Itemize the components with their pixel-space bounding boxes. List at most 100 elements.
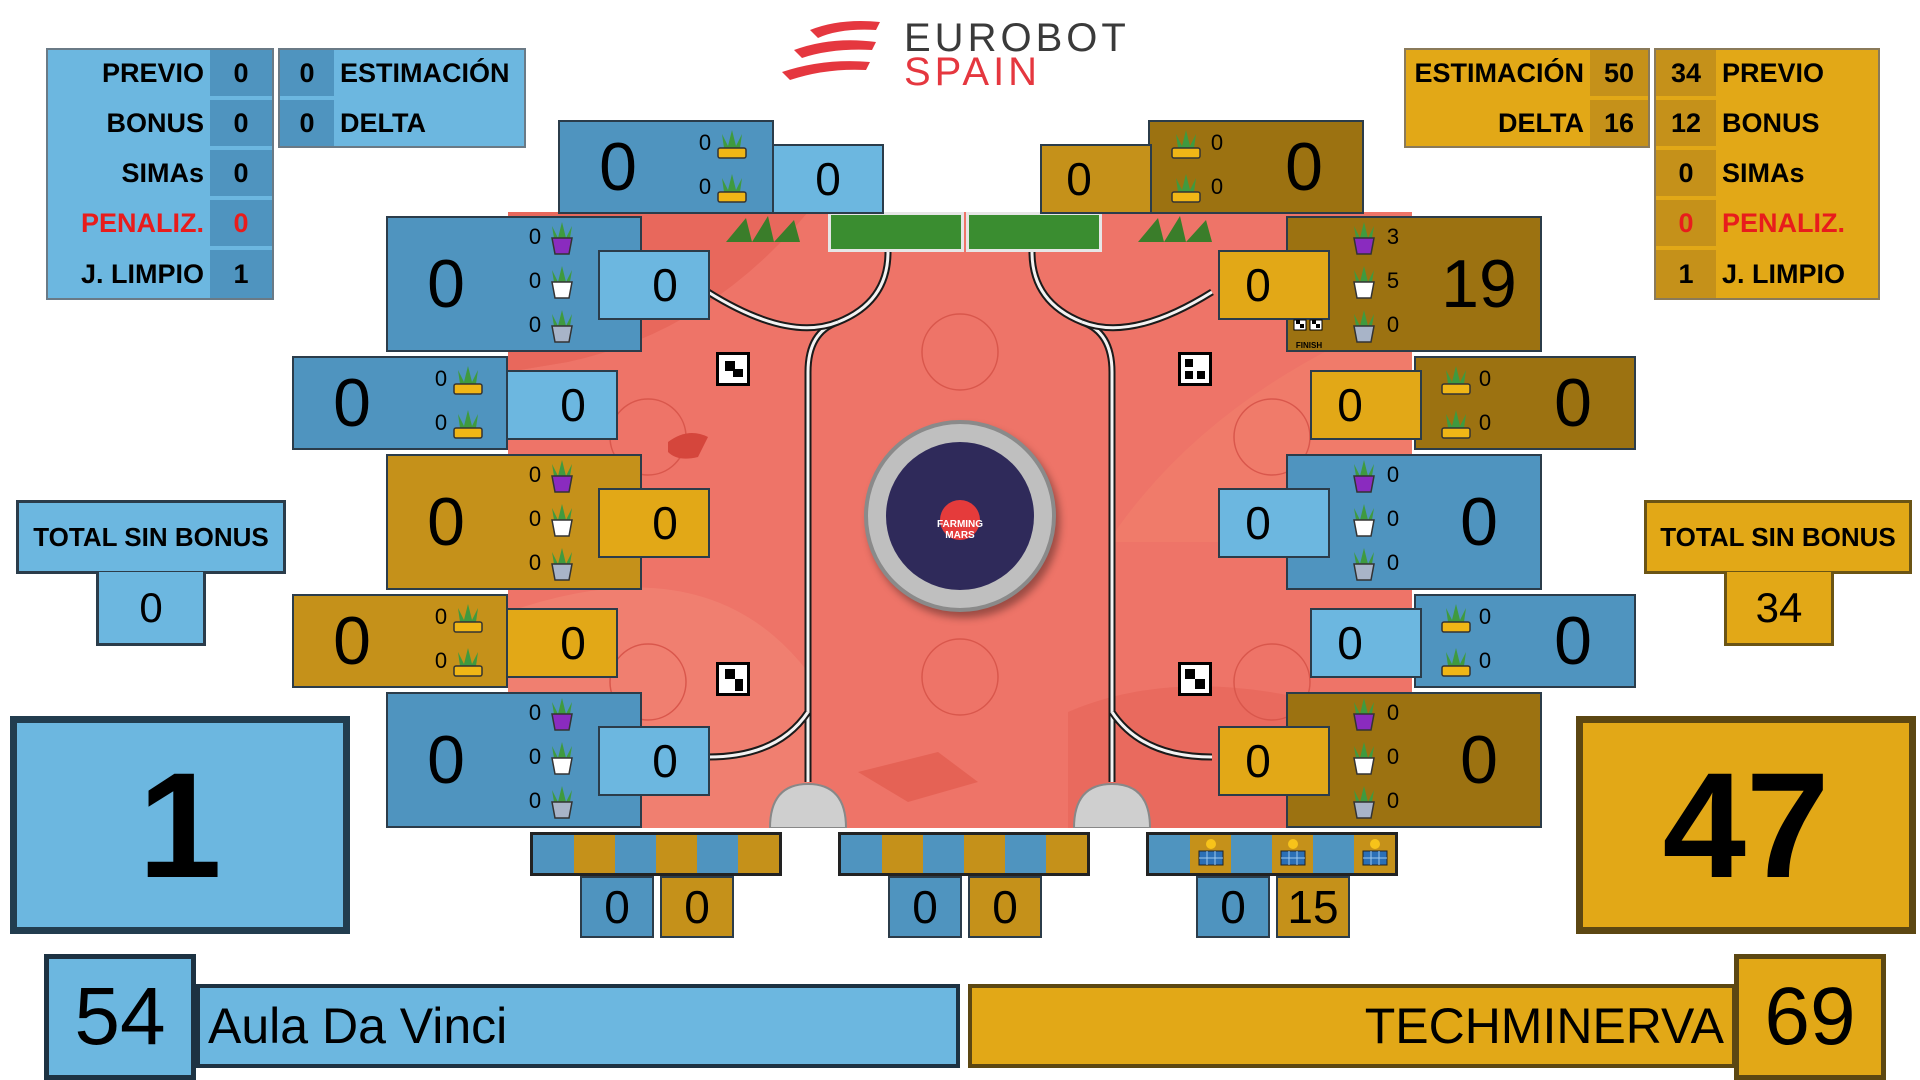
yellow-big-score: 47 [1576, 716, 1916, 934]
yellow-stats-panel: ESTIMACIÓN 50 DELTA 16 34 PREVIO 12 BONU… [1404, 48, 1880, 300]
solar-right-blue: 0 [1196, 876, 1270, 938]
solar-panel-icon [1280, 839, 1306, 866]
zone-right-5-sub [1218, 726, 1330, 796]
planter-yellow-icon [450, 404, 486, 442]
blue-simas-value: 0 [210, 150, 272, 196]
zone-right-5-count-1: 0 [1386, 700, 1400, 725]
yellow-team-number: 69 [1734, 954, 1886, 1080]
finish-flag-icon: FINISH [1292, 318, 1326, 350]
zone-right-2-sub-value: 0 [1337, 379, 1363, 431]
planter-yellow-icon [1438, 598, 1474, 636]
green-zone-left [828, 212, 964, 252]
pot-white-icon [544, 738, 580, 776]
eurobot-logo: EUROBOT SPAIN [780, 16, 1160, 94]
zone-right-3-count-3: 0 [1386, 550, 1400, 575]
zone-left-2-count-1: 0 [434, 366, 448, 391]
solar-row-middle [838, 832, 1090, 876]
zone-right-1-count-1: 3 [1386, 224, 1400, 249]
zone-left-1-count-1: 0 [528, 224, 542, 249]
blue-bonus-value: 0 [210, 100, 272, 146]
zone-right-4-sub-value: 0 [1337, 617, 1363, 669]
pot-grey-icon [1346, 782, 1382, 820]
zone-left-3-score: 0 [427, 484, 465, 560]
solar-row-right [1146, 832, 1398, 876]
blue-total-sin-bonus-value: 0 [96, 572, 206, 646]
yellow-simas-value: 0 [1656, 150, 1716, 196]
zone-left-3-count-1: 0 [528, 462, 542, 487]
zone-top-yellow-sub [1040, 144, 1152, 214]
zone-right-4-sub [1310, 608, 1422, 678]
blue-team-name: Aula Da Vinci [196, 984, 960, 1068]
zone-left-4-sub-value: 0 [560, 617, 586, 669]
zone-right-3-count-1: 0 [1386, 462, 1400, 487]
planter-yellow-icon [450, 598, 486, 636]
zone-left-1-sub [598, 250, 710, 320]
zone-left-1-count-3: 0 [528, 312, 542, 337]
zone-top-blue-score: 0 [599, 129, 637, 205]
zone-left-4-count-2: 0 [434, 648, 448, 673]
solar-panel-icon [1198, 839, 1224, 866]
pot-grey-icon [544, 782, 580, 820]
zone-right-5-score: 0 [1460, 722, 1498, 798]
zone-left-5-count-1: 0 [528, 700, 542, 725]
yellow-bonus-label: BONUS [1718, 100, 1878, 146]
plant-decoration-right [1128, 212, 1228, 246]
yellow-previo-label: PREVIO [1718, 50, 1878, 96]
aruco-marker-icon [1178, 662, 1212, 696]
planter-yellow-icon [450, 642, 486, 680]
pot-grey-icon [1346, 544, 1382, 582]
pot-purple-icon [544, 456, 580, 494]
yellow-delta-value: 16 [1590, 100, 1648, 146]
zone-top-yellow-count-1: 0 [1210, 130, 1224, 155]
zone-left-5-count-2: 0 [528, 744, 542, 769]
solar-panel-icon [1362, 839, 1388, 866]
zone-left-5-sub [598, 726, 710, 796]
zone-right-1-sub [1218, 250, 1330, 320]
zone-top-yellow-count-2: 0 [1210, 174, 1224, 199]
logo-swoosh-icon [782, 21, 880, 80]
zone-right-3-score: 0 [1460, 484, 1498, 560]
blue-stats-panel: PREVIO 0 BONUS 0 SIMAs 0 PENALIZ. 0 J. L… [46, 48, 526, 300]
blue-previo-label: PREVIO [48, 50, 208, 96]
zone-left-2-sub-value: 0 [560, 379, 586, 431]
zone-left-3-count-3: 0 [528, 550, 542, 575]
zone-right-4-count-2: 0 [1478, 648, 1492, 673]
blue-penaliz-value: 0 [210, 200, 272, 246]
blue-simas-label: SIMAs [48, 150, 208, 196]
zone-right-2-sub [1310, 370, 1422, 440]
zone-right-1-count-3: 0 [1386, 312, 1400, 337]
yellow-limpio-label: J. LIMPIO [1718, 250, 1878, 298]
planter-yellow-icon [1438, 642, 1474, 680]
blue-previo-value: 0 [210, 50, 272, 96]
solar-right-yellow: 15 [1276, 876, 1350, 938]
zone-right-2-count-2: 0 [1478, 410, 1492, 435]
solar-middle-blue: 0 [888, 876, 962, 938]
yellow-previo-value: 34 [1656, 50, 1716, 96]
blue-delta-value: 0 [280, 100, 334, 146]
yellow-bonus-value: 12 [1656, 100, 1716, 146]
planter-yellow-icon [714, 168, 750, 206]
pot-white-icon [1346, 262, 1382, 300]
pot-purple-icon [544, 218, 580, 256]
zone-right-5-count-2: 0 [1386, 744, 1400, 769]
zone-left-4-sub [506, 608, 618, 678]
green-zone-right [966, 212, 1102, 252]
pot-white-icon [544, 500, 580, 538]
pot-grey-icon [544, 544, 580, 582]
solar-left-yellow: 0 [660, 876, 734, 938]
zone-right-3-sub [1218, 488, 1330, 558]
zone-right-3-sub-value: 0 [1245, 497, 1271, 549]
zone-left-2-count-2: 0 [434, 410, 448, 435]
blue-limpio-value: 1 [210, 250, 272, 298]
blue-delta-label: DELTA [336, 100, 524, 146]
pot-purple-icon [1346, 694, 1382, 732]
zone-left-4-count-1: 0 [434, 604, 448, 629]
emblem-title-1: FARMING [936, 519, 984, 530]
blue-limpio-label: J. LIMPIO [48, 250, 208, 298]
zone-top-yellow-score: 0 [1285, 129, 1323, 205]
zone-left-2-sub [506, 370, 618, 440]
zone-top-blue-count-1: 0 [698, 130, 712, 155]
yellow-total-sin-bonus-value: 34 [1724, 572, 1834, 646]
yellow-total-sin-bonus-label: TOTAL SIN BONUS [1644, 500, 1912, 574]
pot-purple-icon [544, 694, 580, 732]
